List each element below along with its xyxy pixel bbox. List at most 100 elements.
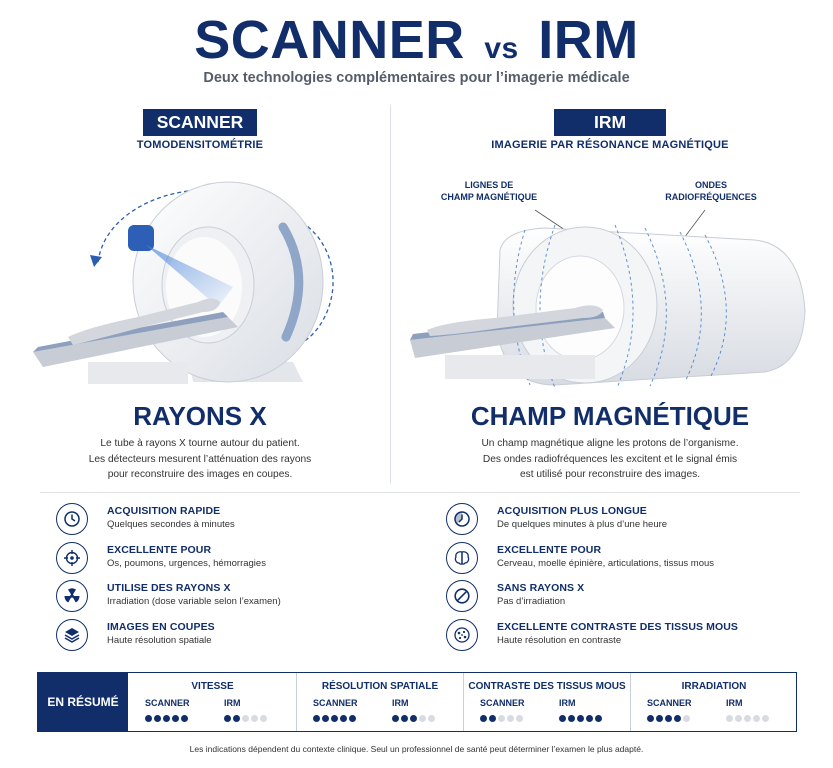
summary-modality-label: SCANNER xyxy=(647,698,692,708)
rating-dot xyxy=(340,715,347,722)
field-lines-label: LIGNES DE CHAMP MAGNÉTIQUE xyxy=(429,179,549,203)
rating-dot xyxy=(401,715,408,722)
rating-dot xyxy=(242,715,249,722)
timer-icon xyxy=(446,503,478,535)
rating-dot xyxy=(428,715,435,722)
rating-dot xyxy=(224,715,231,722)
radio-waves-label-line: RADIOFRÉQUENCES xyxy=(665,192,757,202)
rating-dot xyxy=(753,715,760,722)
summary-group-title: IRRADIATION xyxy=(681,681,747,692)
scanner-badge-subtitle: TOMODENSITOMÉTRIE xyxy=(136,139,264,151)
rating-dot xyxy=(498,715,505,722)
rating-dot xyxy=(735,715,742,722)
feature-text: Quelques secondes à minutes xyxy=(107,519,235,530)
feature-item: EXCELLENTE CONTRASTE DES TISSUS MOUS Hau… xyxy=(446,616,806,655)
rating-dot xyxy=(322,715,329,722)
field-lines-label-line: CHAMP MAGNÉTIQUE xyxy=(440,192,538,202)
rating-dot xyxy=(251,715,258,722)
title-vs: vs xyxy=(484,32,519,65)
feature-item: EXCELLENTE POUR Cerveau, moelle épinière… xyxy=(446,539,806,578)
radio-waves-label-line: ONDES xyxy=(694,180,727,190)
summary-modality-label: IRM xyxy=(392,698,409,708)
scanner-desc-line: Les détecteurs mesurent l’atténuation de… xyxy=(88,453,312,465)
irm-big-title: CHAMP MAGNÉTIQUE xyxy=(470,401,750,431)
feature-text: Irradiation (dose variable selon l’exame… xyxy=(107,596,281,607)
rating-dot xyxy=(516,715,523,722)
feature-title: IMAGES EN COUPES xyxy=(107,620,215,633)
rating-dot xyxy=(674,715,681,722)
rating-dots xyxy=(726,715,769,722)
feature-title: SANS RAYONS X xyxy=(497,582,585,594)
radiation-icon xyxy=(56,580,88,612)
rating-dot xyxy=(507,715,514,722)
rating-dot xyxy=(480,715,487,722)
rating-dot xyxy=(181,715,188,722)
scanner-desc-line: Le tube à rayons X tourne autour du pati… xyxy=(100,438,300,449)
rating-dots xyxy=(480,715,523,722)
rating-dot xyxy=(665,715,672,722)
feature-item: IMAGES EN COUPES Haute résolution spatia… xyxy=(56,616,386,655)
title-scanner: SCANNER xyxy=(194,10,465,70)
layers-icon xyxy=(56,618,88,651)
rating-dot xyxy=(586,715,593,722)
scanner-badge: SCANNER xyxy=(143,109,257,136)
scanner-column: SCANNER TOMODENSITOMÉTRIE RAYONS X xyxy=(0,105,390,490)
feature-item: EXCELLENTE POUR Os, poumons, urgences, h… xyxy=(56,539,386,578)
irm-desc-line: Des ondes radiofréquences les excitent e… xyxy=(482,453,738,465)
feature-text: Os, poumons, urgences, hémorragies xyxy=(107,557,266,569)
summary-modality-label: IRM xyxy=(726,698,743,708)
rating-dots xyxy=(224,715,267,722)
rating-dot xyxy=(154,715,161,722)
summary-modality-label: SCANNER xyxy=(313,698,358,708)
summary-modality-label: IRM xyxy=(559,698,576,708)
feature-text: Haute résolution en contraste xyxy=(497,634,622,646)
irm-desc-line: Un champ magnétique aligne les protons d… xyxy=(481,438,739,449)
rating-dot xyxy=(577,715,584,722)
rating-dot xyxy=(683,715,690,722)
feature-item: ACQUISITION PLUS LONGUE De quelques minu… xyxy=(446,500,806,539)
feature-title: EXCELLENTE POUR xyxy=(497,543,602,556)
brain-icon xyxy=(446,541,478,574)
feature-title: UTILISE DES RAYONS X xyxy=(107,582,231,594)
feature-title: EXCELLENTE CONTRASTE DES TISSUS MOUS xyxy=(497,620,739,633)
scanner-description: Le tube à rayons X tourne autour du pati… xyxy=(40,436,360,483)
rating-dot xyxy=(419,715,426,722)
summary-modality-label: IRM xyxy=(224,698,241,708)
rating-dots xyxy=(392,715,435,722)
rating-dot xyxy=(410,715,417,722)
feature-text: De quelques minutes à plus d’une heure xyxy=(497,519,668,530)
page-subtitle: Deux technologies complémentaires pour l… xyxy=(203,70,630,86)
feature-item: ACQUISITION RAPIDE Quelques secondes à m… xyxy=(56,500,386,539)
radio-waves-label: ONDES RADIOFRÉQUENCES xyxy=(651,179,771,203)
rating-dot xyxy=(172,715,179,722)
page-title: SCANNER vs IRM xyxy=(0,8,833,81)
feature-item: SANS RAYONS X Pas d’irradiation xyxy=(446,577,806,616)
scanner-big-title: RAYONS X xyxy=(133,401,267,431)
footnote: Les indications dépendent du contexte cl… xyxy=(189,744,644,754)
rating-dot xyxy=(145,715,152,722)
title-irm: IRM xyxy=(538,10,639,70)
irm-description: Un champ magnétique aligne les protons d… xyxy=(441,436,779,483)
feature-title: ACQUISITION RAPIDE xyxy=(107,505,221,517)
summary-modality-label: SCANNER xyxy=(145,698,190,708)
column-divider xyxy=(390,105,391,483)
ct-scanner-illustration xyxy=(33,181,334,384)
feature-text: Pas d’irradiation xyxy=(497,596,566,607)
rating-dots xyxy=(313,715,356,722)
irm-column: IRM IMAGERIE PAR RÉSONANCE MAGNÉTIQUE LI… xyxy=(391,105,833,490)
rating-dot xyxy=(313,715,320,722)
rating-dot xyxy=(233,715,240,722)
feature-text: Haute résolution spatiale xyxy=(107,634,212,646)
rating-dot xyxy=(331,715,338,722)
scanner-features: ACQUISITION RAPIDE Quelques secondes à m… xyxy=(56,500,386,654)
field-lines-label-line: LIGNES DE xyxy=(464,180,514,190)
rating-dot xyxy=(762,715,769,722)
scanner-desc-line: pour reconstruire des images en coupes. xyxy=(107,469,293,480)
irm-badge-subtitle: IMAGERIE PAR RÉSONANCE MAGNÉTIQUE xyxy=(491,139,729,151)
rating-dots xyxy=(647,715,690,722)
rating-dot xyxy=(744,715,751,722)
